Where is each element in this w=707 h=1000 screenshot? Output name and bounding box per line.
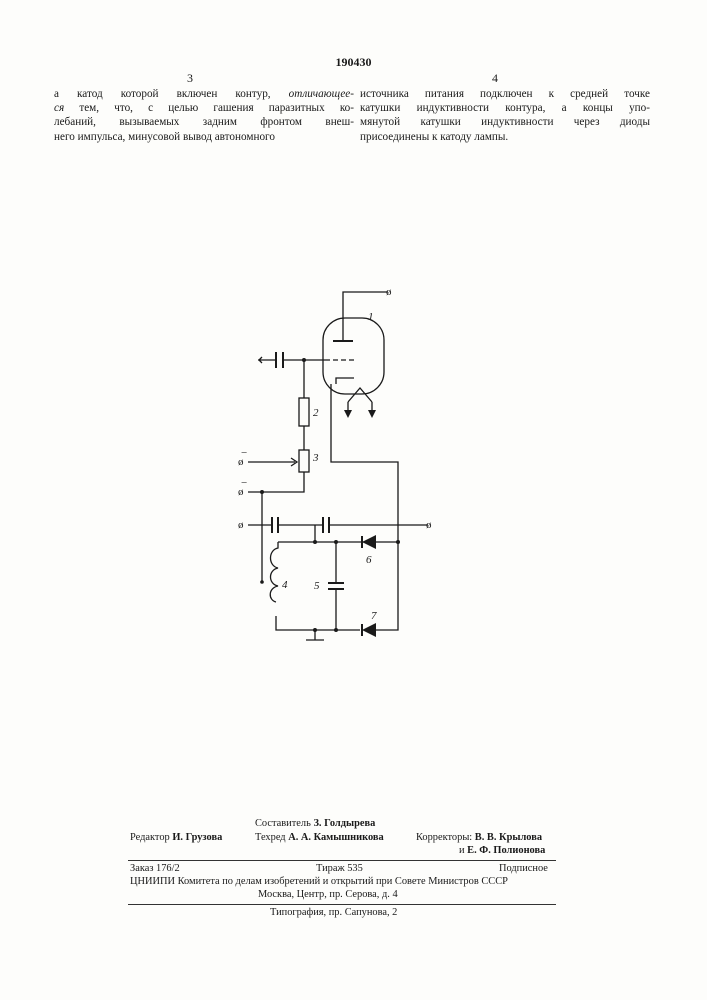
junction-dot [260,490,264,494]
techred-label: Техред [255,832,286,843]
editor-label: Редактор [130,832,170,843]
junction-dot [334,628,338,632]
composer-line: Составитель З. Голдырева [255,818,375,829]
minus-sign-potentiometer: − [241,447,247,459]
corrector-1: В. В. Крылова [475,832,542,843]
resistor-2 [299,398,309,426]
inductor-4 [270,542,278,602]
techred-line: Техред А. А. Камышникова [255,832,384,843]
editor-name: И. Грузова [172,832,222,843]
correctors-line: Корректоры: В. В. Крылова [416,832,542,843]
label-resistor: 2 [313,407,319,419]
circuit-diagram: ø ø ø ø ø − − 1 2 3 4 5 6 7 [0,0,707,720]
subscription: Подписное [499,863,548,874]
techred-name: А. А. Камышникова [288,832,384,843]
bias-wire [248,472,304,492]
corrector-2: Е. Ф. Полионова [467,845,545,856]
coupling-capacitor [276,352,283,368]
address: Москва, Центр, пр. Серова, д. 4 [258,889,398,900]
printing-house: Типография, пр. Сапунова, 2 [270,907,397,918]
tank-bottom-wire [276,616,360,630]
label-capacitor: 5 [314,580,320,592]
heater-arrow-right [368,410,376,418]
label-diode-6: 6 [366,554,372,566]
diode-6-triangle [362,535,376,549]
corrector-2-line: и Е. Ф. Полионова [459,845,545,856]
terminal-input-left: ø [238,519,244,531]
center-tap-point [260,580,264,584]
tube-heater [348,388,372,402]
organization: ЦНИИПИ Комитета по делам изобретений и о… [130,876,508,887]
potentiometer-3 [299,450,309,472]
order: Заказ 176/2 [130,863,180,874]
tube-cathode [336,378,354,384]
minus-sign-bias: − [241,477,247,489]
junction-dot [313,540,317,544]
corrector-2-prefix: и [459,845,465,856]
credits-rule-bottom [128,904,556,905]
label-tube: 1 [368,311,374,323]
label-potentiometer: 3 [312,452,319,464]
composer-name: З. Голдырева [313,818,375,829]
tube-envelope [323,318,384,394]
junction-dot [302,358,306,362]
capacitor-left [272,517,278,533]
anode-wire [343,292,388,340]
potentiometer-wiper [248,458,297,466]
capacitor-5 [328,583,344,589]
correctors-label: Корректоры: [416,832,472,843]
diode-7-triangle [362,623,376,637]
terminal-output-right: ø [426,519,432,531]
composer-label: Составитель [255,818,311,829]
circulation: Тираж 535 [316,863,363,874]
label-diode-7: 7 [371,610,377,622]
capacitor-right [323,517,329,533]
heater-leads [348,402,372,411]
heater-arrow-left [344,410,352,418]
junction-dot [396,540,400,544]
terminal-anode: ø [386,286,392,298]
cathode-wire [331,384,398,630]
input-wire [258,357,269,363]
label-inductor: 4 [282,579,288,591]
junction-dot [313,628,317,632]
editor-line: Редактор И. Грузова [130,832,222,843]
junction-dot [334,540,338,544]
credits-rule-top [128,860,556,861]
